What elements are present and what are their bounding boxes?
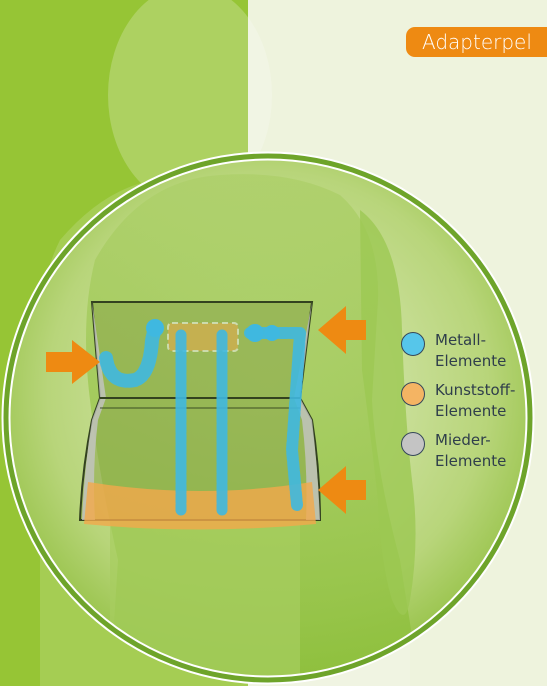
- legend-item-plastic: Kunststoff- Elemente: [401, 380, 547, 426]
- legend-label-line1: Kunststoff-: [435, 380, 547, 401]
- legend-item-corset: Mieder- Elemente: [401, 430, 547, 476]
- legend-label-line2: Elemente: [435, 401, 547, 422]
- corset-swatch-icon: [401, 432, 425, 456]
- legend-label-line2: Elemente: [435, 451, 547, 472]
- legend-label-line2: Elemente: [435, 351, 547, 372]
- metal-swatch-icon: [401, 332, 425, 356]
- legend: Metall- Elemente Kunststoff- Elemente Mi…: [401, 330, 547, 480]
- legend-item-metal: Metall- Elemente: [401, 330, 547, 376]
- plastic-swatch-icon: [401, 382, 425, 406]
- header-tag: Adapterpel: [406, 27, 547, 57]
- legend-label-line1: Mieder-: [435, 430, 547, 451]
- legend-label-line1: Metall-: [435, 330, 547, 351]
